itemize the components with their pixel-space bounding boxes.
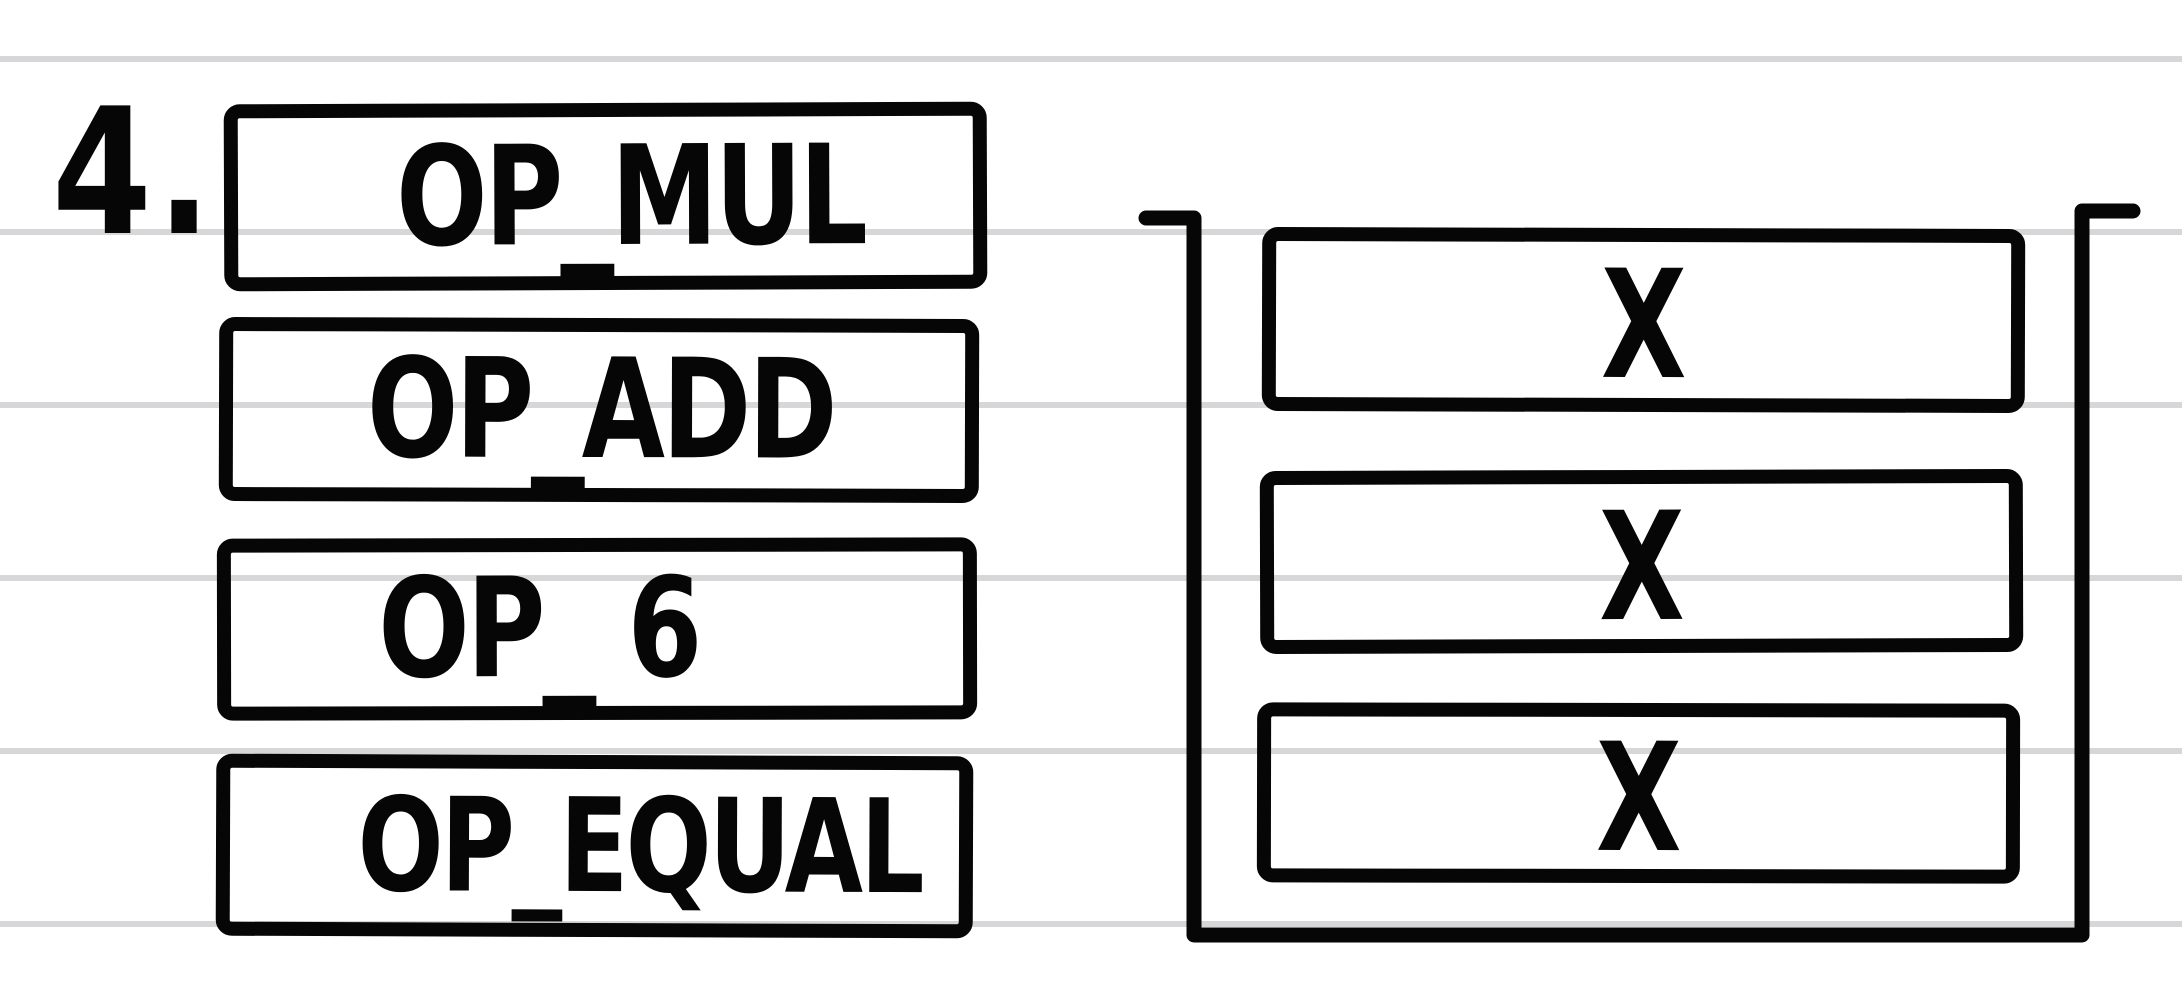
stack-item-label: X — [1598, 480, 1685, 655]
ruled-line — [0, 229, 2182, 235]
script-op-label: OP_EQUAL — [357, 769, 922, 924]
ruled-line — [0, 56, 2182, 62]
ruled-line — [0, 575, 2182, 581]
ruled-line — [0, 748, 2182, 754]
script-op-label: OP_ADD — [367, 328, 835, 491]
script-op-box-op-mul: OP_MUL — [223, 101, 988, 292]
stack-item-label: X — [1595, 711, 1682, 887]
stack-item-label: X — [1600, 238, 1687, 414]
script-op-box-op-equal: OP_EQUAL — [215, 753, 974, 939]
ruled-line — [0, 921, 2182, 927]
script-op-label: OP_MUL — [395, 114, 866, 278]
ruled-line — [0, 402, 2182, 408]
stack-item-box: X — [1256, 702, 2021, 887]
step-number-label: 4. — [52, 72, 217, 275]
script-op-box-op-add: OP_ADD — [218, 317, 980, 503]
script-op-label: OP_ 6 — [378, 547, 700, 710]
stack-item-box: X — [1259, 469, 2024, 655]
stack-item-box: X — [1261, 227, 2026, 414]
script-op-box-op-6: OP_ 6 — [216, 537, 978, 721]
